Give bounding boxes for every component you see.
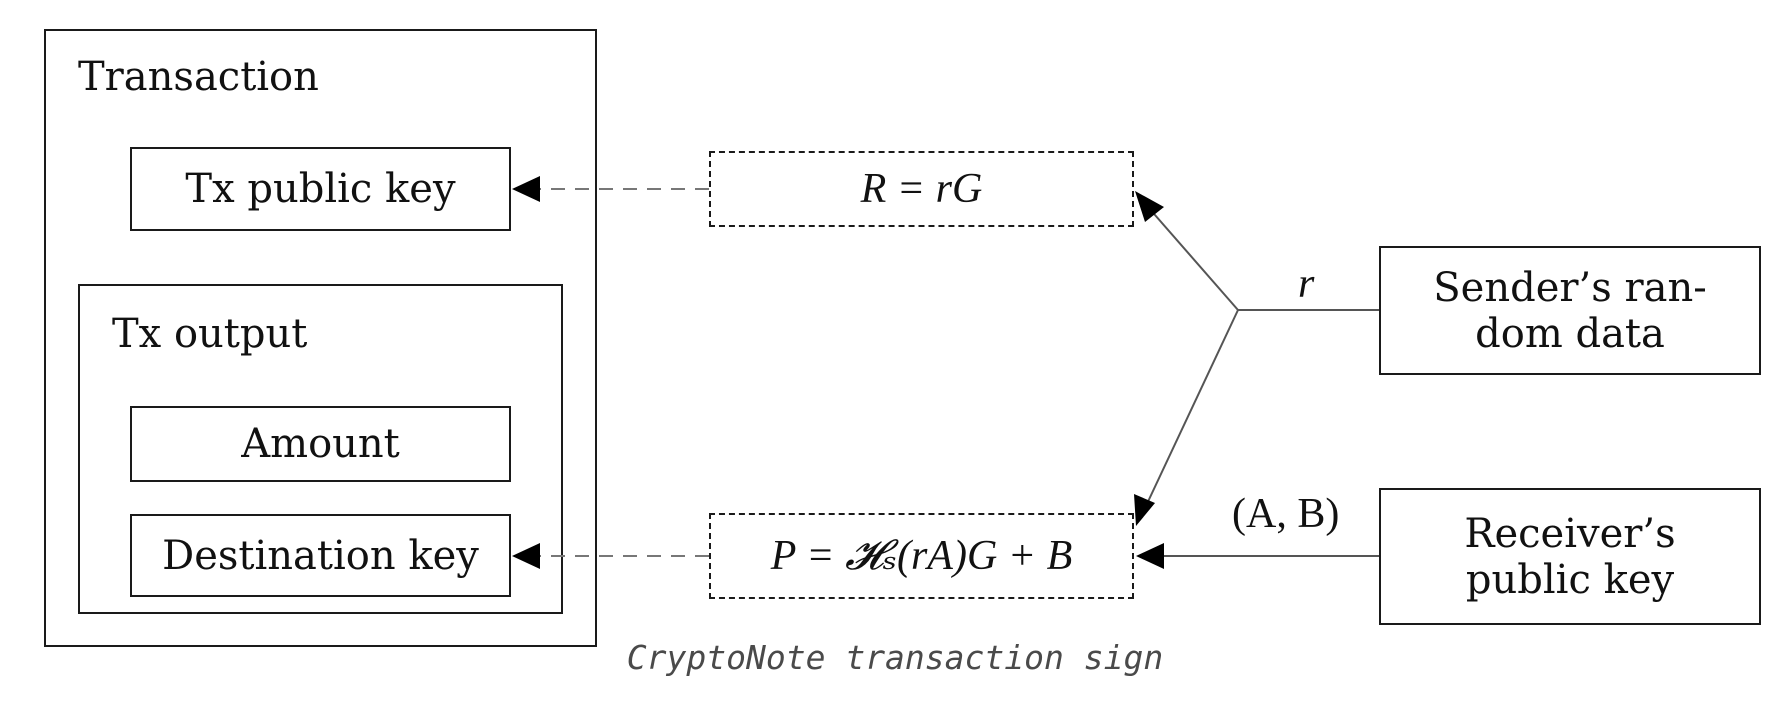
p-equation-box: P = 𝓗ₛ(rA)G + B <box>709 513 1134 599</box>
branch-to-p-equation <box>1144 309 1239 509</box>
tx-public-key-box: Tx public key <box>130 147 511 231</box>
receiver-public-key-line1: Receiver’s <box>1464 510 1676 557</box>
r-equation-box: R = rG <box>709 151 1134 227</box>
branch-to-r-equation <box>1147 206 1239 311</box>
sender-random-data-line1: Sender’s ran- <box>1433 264 1707 311</box>
receiver-public-key-line2: public key <box>1465 556 1675 603</box>
p-equation-text: P = 𝓗ₛ(rA)G + B <box>770 532 1073 579</box>
destination-key-label: Destination key <box>162 532 479 579</box>
sender-random-data-line2: dom data <box>1475 310 1665 357</box>
arrowhead-p-equation-top <box>1134 494 1155 526</box>
sender-random-data-box: Sender’s ran- dom data <box>1379 246 1761 375</box>
tx-public-key-label: Tx public key <box>185 166 456 212</box>
edge-ab-label: (A, B) <box>1232 491 1340 537</box>
transaction-box <box>44 29 597 647</box>
arrowhead-tx-public-key <box>512 176 540 202</box>
amount-box: Amount <box>130 406 511 482</box>
edge-r-label: r <box>1298 261 1315 307</box>
tx-output-title: Tx output <box>112 311 308 357</box>
transaction-title: Transaction <box>78 54 319 100</box>
destination-key-box: Destination key <box>130 514 511 597</box>
arrowhead-destination-key <box>512 543 540 569</box>
arrowhead-p-equation-right <box>1136 543 1164 569</box>
arrowhead-r-equation <box>1135 191 1164 222</box>
amount-label: Amount <box>241 421 400 467</box>
receiver-public-key-box: Receiver’s public key <box>1379 488 1761 625</box>
figure-caption: CryptoNote transaction sign <box>626 638 1164 677</box>
r-equation-text: R = rG <box>860 165 983 212</box>
tx-output-box <box>78 284 563 614</box>
